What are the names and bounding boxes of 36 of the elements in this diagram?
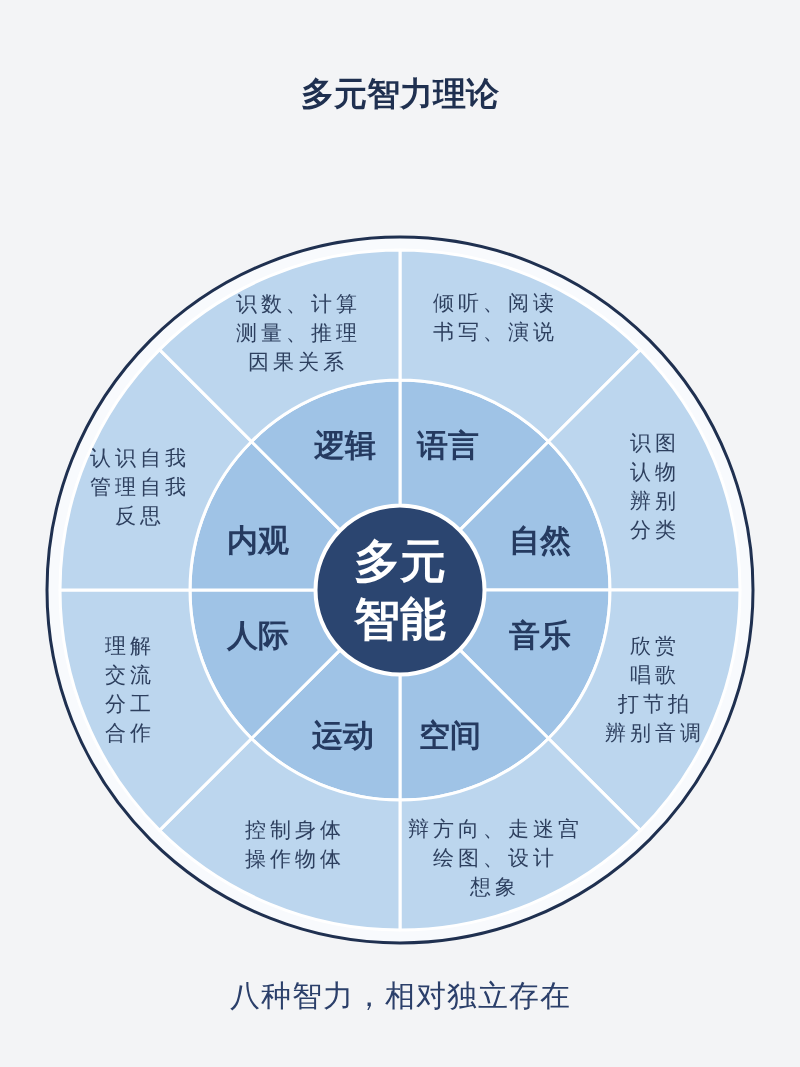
activity-text: 想象 [470, 873, 520, 901]
intelligence-label: 运动 [312, 716, 374, 754]
activity-text: 认识自我 [90, 444, 190, 472]
caption: 八种智力，相对独立存在 [228, 977, 572, 1015]
activity-text: 控制身体 [245, 817, 345, 844]
activity-text: 打节拍 [617, 691, 693, 718]
activity-text: 倾听、阅读 [432, 290, 558, 317]
intelligence-label: 音乐 [509, 616, 571, 654]
activity-text: 合作 [105, 720, 155, 747]
activity-text: 辨别 [630, 488, 680, 515]
center-label: 多元智能 [353, 533, 447, 648]
activity-text: 识图 [630, 430, 680, 457]
activity-text: 绘图、设计 [432, 844, 558, 872]
activity-text: 分工 [105, 691, 155, 718]
activity-text: 唱歌 [630, 662, 680, 689]
intelligence-label: 人际 [227, 616, 289, 654]
intelligence-label: 自然 [509, 521, 571, 559]
activity-text: 操作物体 [245, 846, 345, 873]
activity-text: 测量、推理 [235, 319, 361, 347]
activity-text: 欣赏 [630, 633, 680, 660]
activity-text: 识数、计算 [235, 290, 361, 318]
intelligence-label: 空间 [419, 716, 481, 754]
activity-text: 辩方向、走迷宫 [407, 815, 583, 843]
activity-text: 理解 [105, 633, 155, 660]
activity-text: 辨别音调 [605, 720, 705, 747]
activity-text: 交流 [105, 662, 155, 689]
activity-text: 反思 [115, 502, 165, 530]
activity-text: 管理自我 [90, 473, 190, 501]
intelligence-label: 内观 [227, 521, 289, 559]
intelligence-label: 逻辑 [314, 426, 376, 464]
activity-text: 分类 [630, 517, 680, 544]
activity-text: 认物 [630, 459, 680, 486]
intelligence-label: 语言 [417, 426, 479, 464]
activity-text: 因果关系 [248, 348, 348, 376]
activity-text: 书写、演说 [432, 319, 558, 346]
title: 多元智力理论 [300, 73, 500, 115]
